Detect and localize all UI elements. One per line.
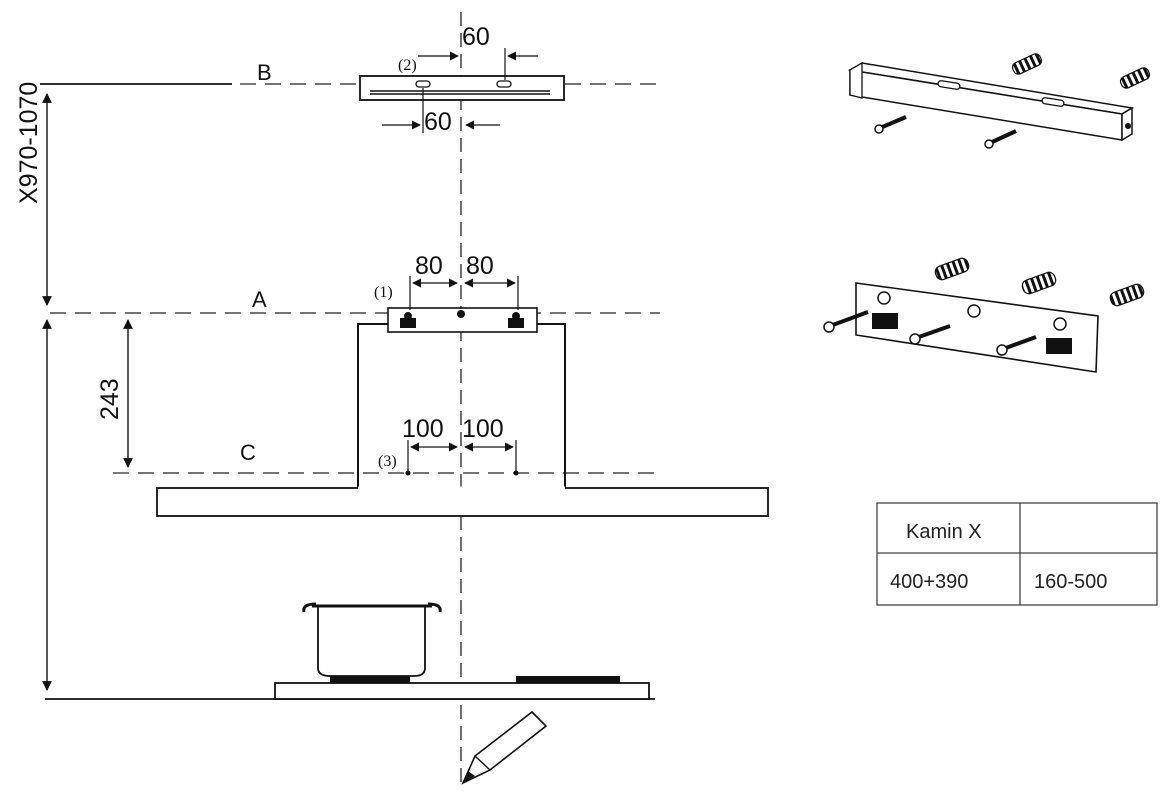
dim-bracket-b-bottom: 60: [424, 108, 452, 136]
marker-1: (1): [374, 284, 393, 301]
table-row-cell-1: 400+390: [890, 571, 968, 593]
cooktop-icon: [274, 676, 650, 700]
dim-bracket-a-right: 80: [466, 252, 494, 280]
wall-plug-icon: [1011, 53, 1151, 89]
dim-height-a-c: 243: [96, 378, 124, 420]
dim-height-range: X970-1070: [15, 82, 43, 204]
dim-bracket-b-top: 60: [462, 23, 490, 51]
bracket-b: [359, 75, 565, 101]
dim-holes-c-left: 100: [402, 415, 444, 443]
wall-plug-icon: [934, 257, 1145, 307]
dim-bracket-a-left: 80: [415, 252, 443, 280]
table-header-cell-1: Kamin X: [906, 521, 982, 543]
level-a-label: A: [252, 287, 267, 312]
level-b-label: B: [257, 60, 272, 85]
bracket-a: [387, 307, 538, 333]
marker-3: (3): [378, 453, 397, 470]
marker-2: (2): [398, 57, 417, 74]
screw-icon: [874, 115, 1017, 149]
hood-canopy: [156, 487, 769, 517]
level-c-label: C: [240, 440, 256, 465]
kamin-table: Kamin X 400+390 160-500: [876, 502, 1158, 606]
pot-icon: [302, 602, 442, 677]
screw-icon: [823, 310, 1037, 356]
wall-bracket-illustration-a: [855, 282, 1099, 373]
wall-bracket-illustration-b: [847, 61, 1135, 142]
pencil-icon: [461, 710, 548, 785]
table-row-cell-2: 160-500: [1034, 571, 1107, 593]
dim-holes-c-right: 100: [462, 415, 504, 443]
